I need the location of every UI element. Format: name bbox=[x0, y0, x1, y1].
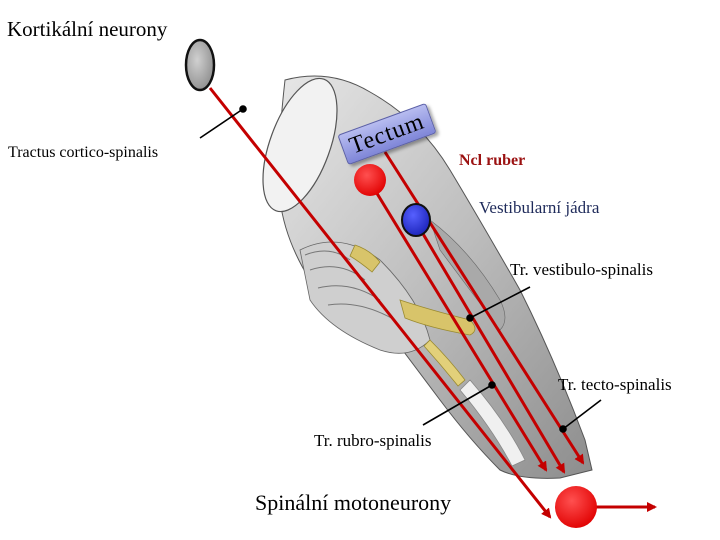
vestibular-nuclei-node bbox=[401, 203, 431, 237]
tract-lines bbox=[208, 87, 657, 519]
cortical-neurons-label: Kortikální neurony bbox=[7, 17, 168, 41]
rubro-spinal-label: Tr. rubro-spinalis bbox=[314, 431, 432, 450]
ncl-ruber-node bbox=[354, 164, 386, 196]
ncl-ruber-label: Ncl ruber bbox=[459, 152, 526, 169]
vestibulo-spinal-tract bbox=[414, 221, 566, 474]
vestibular-nuclei-label: Vestibularní jádra bbox=[479, 198, 600, 217]
vestibulo-spinal-label: Tr. vestibulo-spinalis bbox=[510, 260, 653, 279]
leader-lines bbox=[199, 105, 602, 433]
spinal-motoneuron-node bbox=[555, 486, 597, 528]
tecto-spinal-label: Tr. tecto-spinalis bbox=[558, 375, 672, 394]
cortical-neuron-node bbox=[184, 38, 216, 92]
rubro-spinal-tract bbox=[368, 181, 548, 472]
cortico-spinal-label: Tractus cortico-spinalis bbox=[8, 144, 159, 161]
cortico-spinal-tract bbox=[208, 87, 552, 519]
spinal-motoneurons-label: Spinální motoneurony bbox=[255, 490, 452, 515]
